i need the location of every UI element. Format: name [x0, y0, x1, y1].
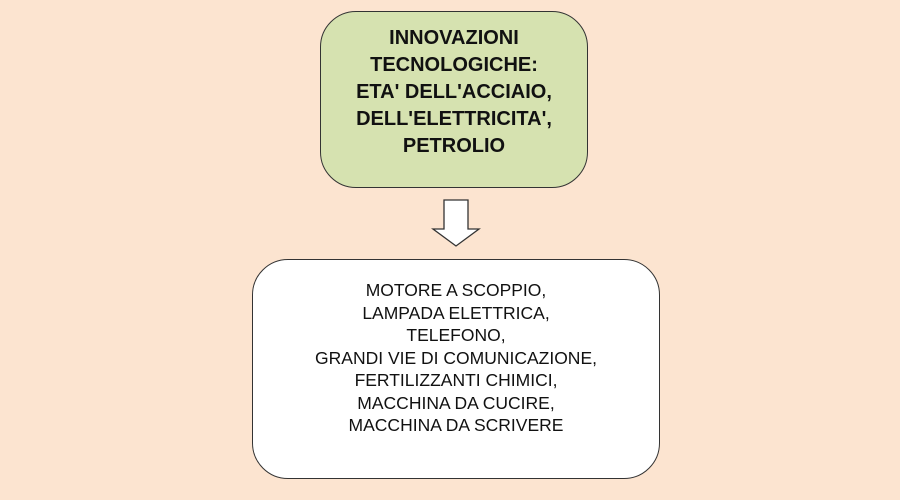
down-arrow-icon: [431, 199, 481, 247]
inventions-list-box: MOTORE A SCOPPIO, LAMPADA ELETTRICA, TEL…: [252, 259, 660, 479]
innovations-title-text: INNOVAZIONI TECNOLOGICHE: ETA' DELL'ACCI…: [356, 27, 552, 157]
inventions-list-text: MOTORE A SCOPPIO, LAMPADA ELETTRICA, TEL…: [315, 280, 597, 436]
innovations-title-box: INNOVAZIONI TECNOLOGICHE: ETA' DELL'ACCI…: [320, 11, 588, 188]
